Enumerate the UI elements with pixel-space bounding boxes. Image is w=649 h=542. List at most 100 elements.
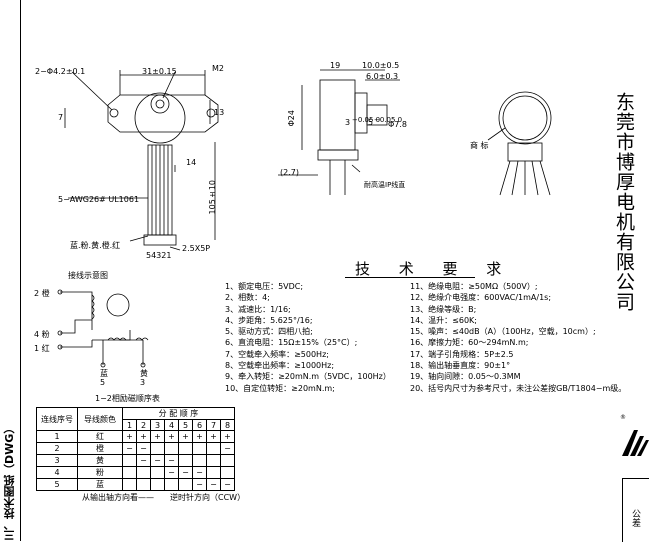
wiring-title: 接线示意图 — [68, 271, 108, 280]
dim-24: Φ24 — [287, 110, 296, 127]
requirement-item: 16、摩擦力矩：60～294mN.m; — [410, 338, 529, 348]
row-color: 红 — [77, 430, 123, 443]
table-header-row: 连线序号 导线颜色 分 配 顺 序 — [36, 407, 235, 431]
dim-thirteen: 13 — [214, 108, 225, 117]
wire-2: 2 橙 — [34, 289, 50, 298]
sequence-cell: − — [164, 466, 179, 479]
table-caption: 1−2相励磁顺序表 — [95, 394, 160, 403]
sequence-cell — [164, 478, 179, 491]
sequence-cell: + — [136, 430, 151, 443]
dim-27: (2.7) — [280, 168, 299, 177]
wire-blue: 蓝 — [100, 369, 108, 378]
sequence-cell — [150, 478, 165, 491]
sequence-cell: − — [206, 478, 221, 491]
sequence-cell: − — [192, 478, 207, 491]
wire-4: 4 粉 — [34, 330, 50, 339]
tolerance-box: 公差 — [622, 478, 649, 542]
row-number: 3 — [36, 454, 78, 467]
sequence-cell: − — [150, 454, 165, 467]
sequence-cell: − — [220, 442, 235, 455]
requirement-item: 1、额定电压：5VDC; — [225, 282, 304, 291]
company-name: 东莞市博厚电机有限公司 — [613, 92, 635, 312]
requirement-item: 15、噪声：≤40dB（A）（100Hz，空载，10cm）; — [410, 327, 596, 337]
sequence-cell: − — [220, 478, 235, 491]
dim-3-tol: −0.05 0 — [352, 116, 381, 124]
sequence-cell — [178, 454, 193, 467]
sequence-cell — [178, 442, 193, 455]
sequence-cell — [192, 454, 207, 467]
requirement-item: 3、减速比：1/16; — [225, 304, 291, 314]
sequence-cell — [220, 454, 235, 467]
requirement-item: 4、步距角：5.625°/16; — [225, 315, 313, 325]
dim-hole: 2−Φ4.2±0.1 — [35, 67, 86, 76]
sequence-cell: − — [164, 454, 179, 467]
sequence-cell — [150, 466, 165, 479]
dim-m2: M2 — [212, 64, 224, 73]
requirements-title: 技 术 要 求 — [355, 260, 514, 278]
sequence-cell: + — [122, 430, 137, 443]
sequence-cell: + — [206, 430, 221, 443]
wire-yellow-num: 3 — [140, 378, 146, 387]
drawing-frame — [20, 0, 649, 541]
sequence-cell: − — [192, 466, 207, 479]
sequence-cell: + — [220, 430, 235, 443]
col-color-header: 导线颜色 — [77, 407, 123, 431]
sequence-cell — [122, 466, 137, 479]
sequence-cell — [150, 442, 165, 455]
col-no-header: 连线序号 — [36, 407, 78, 431]
requirement-item: 17、端子引角规格：5P±2.5 — [410, 349, 514, 359]
tolerance-label: 公差 — [630, 509, 640, 527]
dim-pins: 54321 — [146, 251, 172, 260]
dim-3: 3 — [345, 118, 351, 127]
sequence-cell: − — [136, 454, 151, 467]
dim-wire: 5−AWG26# UL1061 — [58, 195, 140, 204]
fit-note: 耐高温IP线直 — [364, 181, 406, 189]
company-logo — [622, 430, 649, 456]
sequence-cell — [122, 478, 137, 491]
sequence-cell — [164, 442, 179, 455]
requirement-item: 12、绝缘介电强度：600VAC/1mA/1s; — [410, 293, 552, 303]
requirements-left: 1、额定电压：5VDC;2、相数：4;3、减速比：1/16;4、步距角：5.62… — [225, 281, 391, 394]
dim-6: 6.0±0.3 — [366, 72, 399, 81]
step-header: 3 — [150, 419, 165, 431]
sequence-cell: − — [122, 442, 137, 455]
sequence-cell: − — [178, 466, 193, 479]
step-header: 7 — [206, 419, 221, 431]
sequence-cell — [122, 454, 137, 467]
row-number: 4 — [36, 466, 78, 479]
requirement-item: 5、驱动方式：四相八拍; — [225, 327, 313, 337]
sequence-cell — [206, 454, 221, 467]
dim-10: 10.0±0.5 — [362, 61, 400, 70]
sequence-cell: + — [178, 430, 193, 443]
requirements-right: 11、绝缘电阻：≥50MΩ（500V）; 12、绝缘介电强度：600VAC/1mA… — [410, 281, 626, 394]
requirement-item: 19、轴向间隙：0.05～0.3MM — [410, 372, 521, 382]
sequence-cell: + — [150, 430, 165, 443]
step-header: 4 — [164, 419, 179, 431]
requirement-item: 11、绝缘电阻：≥50MΩ（500V）; — [410, 282, 538, 291]
row-color: 黄 — [77, 454, 123, 467]
requirement-item: 13、绝缘等级：B; — [410, 304, 477, 314]
dim-pitch: 2.5X5P — [182, 244, 211, 253]
dim-colors: 蓝.粉.黄.橙.红 — [70, 241, 121, 250]
dim-78: Φ7.8 — [388, 120, 408, 129]
wire-yellow: 黄 — [140, 369, 148, 378]
dim-length: 105±10 — [208, 180, 217, 215]
sequence-cell: + — [164, 430, 179, 443]
sequence-cell — [136, 466, 151, 479]
wire-blue-num: 5 — [100, 378, 106, 387]
step-header: 1 — [122, 419, 137, 431]
row-color: 粉 — [77, 466, 123, 479]
dim-5: 5 — [368, 118, 374, 127]
step-header: 5 — [178, 419, 193, 431]
requirement-item: 9、牵入转矩：≥20mN.m（5VDC，100Hz） — [225, 372, 391, 382]
requirement-item: 7、空载牵入频率：≥500Hz; — [225, 349, 329, 359]
sequence-cell — [136, 478, 151, 491]
requirement-item: 6、直流电阻：15Ω±15%（25°C）; — [225, 338, 358, 348]
row-number: 2 — [36, 442, 78, 455]
